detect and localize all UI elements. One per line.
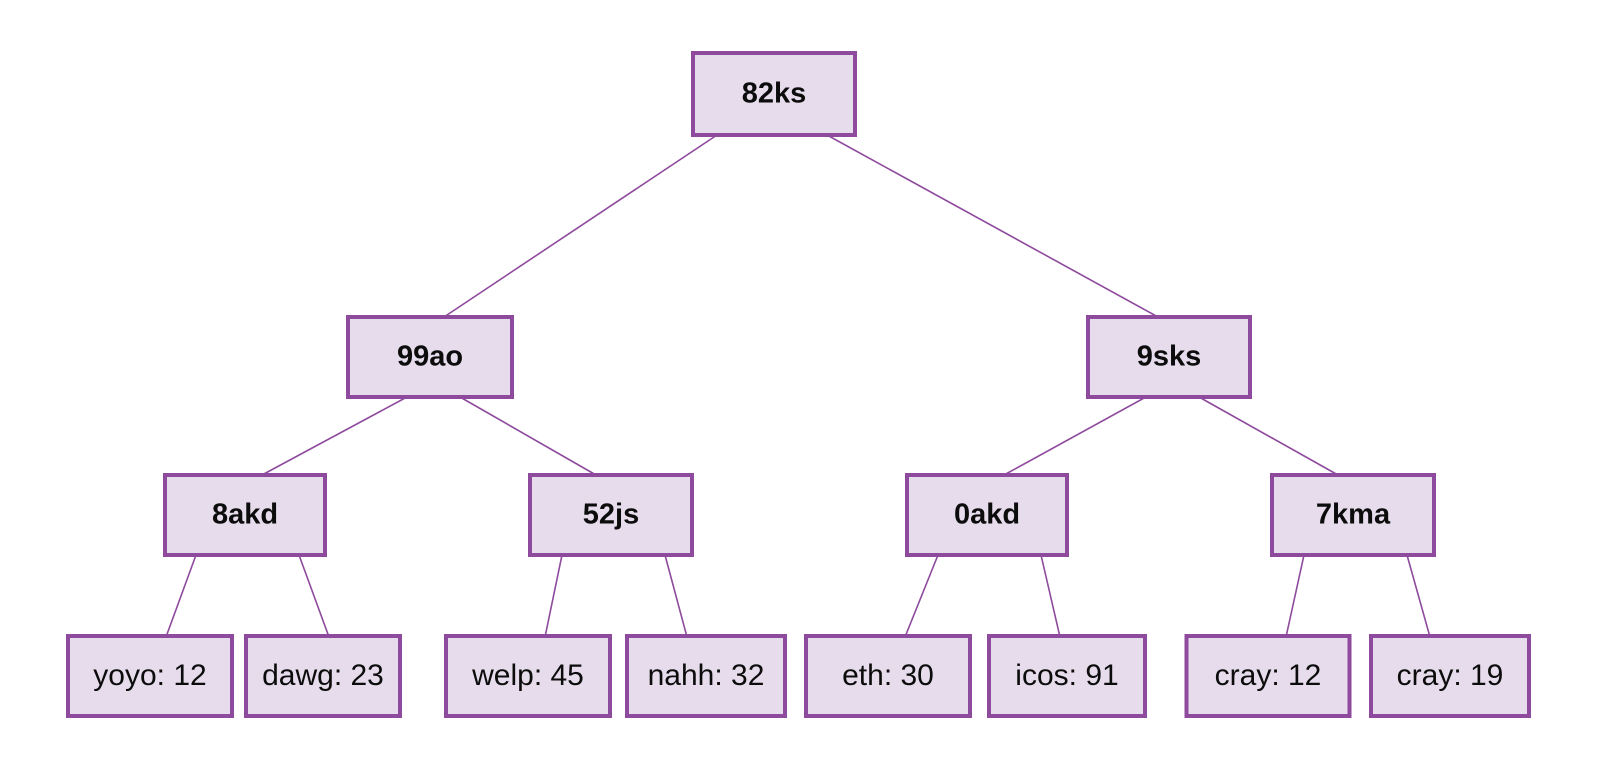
node-label: 99ao [397, 341, 463, 373]
node-label: nahh: 32 [648, 659, 765, 692]
node-label: welp: 45 [471, 659, 584, 692]
tree-node-eth-30[interactable]: eth: 30 [804, 634, 972, 718]
node-label: cray: 12 [1215, 659, 1322, 692]
node-box[interactable] [804, 634, 972, 718]
tree-node-icos-91[interactable]: icos: 91 [987, 634, 1147, 718]
tree-edge [1040, 554, 1061, 638]
node-label: cray: 19 [1397, 659, 1504, 692]
tree-node-nahh-32[interactable]: nahh: 32 [625, 634, 787, 718]
tree-edge [826, 134, 1159, 318]
node-box[interactable] [1369, 634, 1531, 718]
edge-group [165, 134, 1431, 638]
node-label: 82ks [742, 78, 807, 110]
node-box[interactable] [691, 51, 857, 137]
tree-edge [165, 554, 197, 638]
tree-node-82ks[interactable]: 82ks [691, 51, 857, 137]
node-label: 7kma [1316, 499, 1391, 531]
node-box[interactable] [444, 634, 612, 718]
tree-node-7kma[interactable]: 7kma [1270, 473, 1436, 557]
tree-edge [904, 554, 939, 638]
node-group: 82ks 99ao 9sks 8akd 52js 0akd 7kma yoyo: 12 dawg… [66, 51, 1531, 718]
tree-edge [443, 134, 718, 318]
tree-edge [1198, 396, 1339, 476]
tree-node-0akd[interactable]: 0akd [905, 473, 1069, 557]
tree-node-yoyo-12[interactable]: yoyo: 12 [66, 634, 234, 718]
node-box[interactable] [987, 634, 1147, 718]
node-label: icos: 91 [1015, 659, 1118, 692]
node-label: yoyo: 12 [93, 659, 206, 692]
tree-node-99ao[interactable]: 99ao [346, 315, 514, 399]
tree-node-dawg-23[interactable]: dawg: 23 [244, 634, 402, 718]
node-box[interactable] [528, 473, 694, 557]
tree-edge [544, 554, 563, 638]
tree-edge [1285, 554, 1305, 638]
tree-node-cray-12[interactable]: cray: 12 [1184, 634, 1352, 718]
tree-edge [1003, 396, 1147, 476]
tree-node-8akd[interactable]: 8akd [163, 473, 327, 557]
tree-edge [1406, 554, 1431, 638]
node-box[interactable] [66, 634, 234, 718]
node-label: 9sks [1137, 341, 1202, 373]
tree-edge [298, 554, 330, 638]
tree-node-cray-19[interactable]: cray: 19 [1369, 634, 1531, 718]
tree-edge [459, 396, 597, 476]
node-label: 52js [583, 499, 639, 531]
tree-edge [664, 554, 688, 638]
node-label: dawg: 23 [262, 659, 384, 692]
tree-node-52js[interactable]: 52js [528, 473, 694, 557]
node-box[interactable] [244, 634, 402, 718]
node-box[interactable] [905, 473, 1069, 557]
node-box[interactable] [625, 634, 787, 718]
node-label: eth: 30 [842, 659, 934, 692]
node-box[interactable] [1184, 634, 1352, 718]
node-box[interactable] [1270, 473, 1436, 557]
tree-node-9sks[interactable]: 9sks [1086, 315, 1252, 399]
node-label: 0akd [954, 499, 1020, 531]
node-box[interactable] [1086, 315, 1252, 399]
node-label: 8akd [212, 499, 278, 531]
node-box[interactable] [163, 473, 327, 557]
node-box[interactable] [346, 315, 514, 399]
tree-node-welp-45[interactable]: welp: 45 [444, 634, 612, 718]
tree-edge [261, 396, 408, 476]
